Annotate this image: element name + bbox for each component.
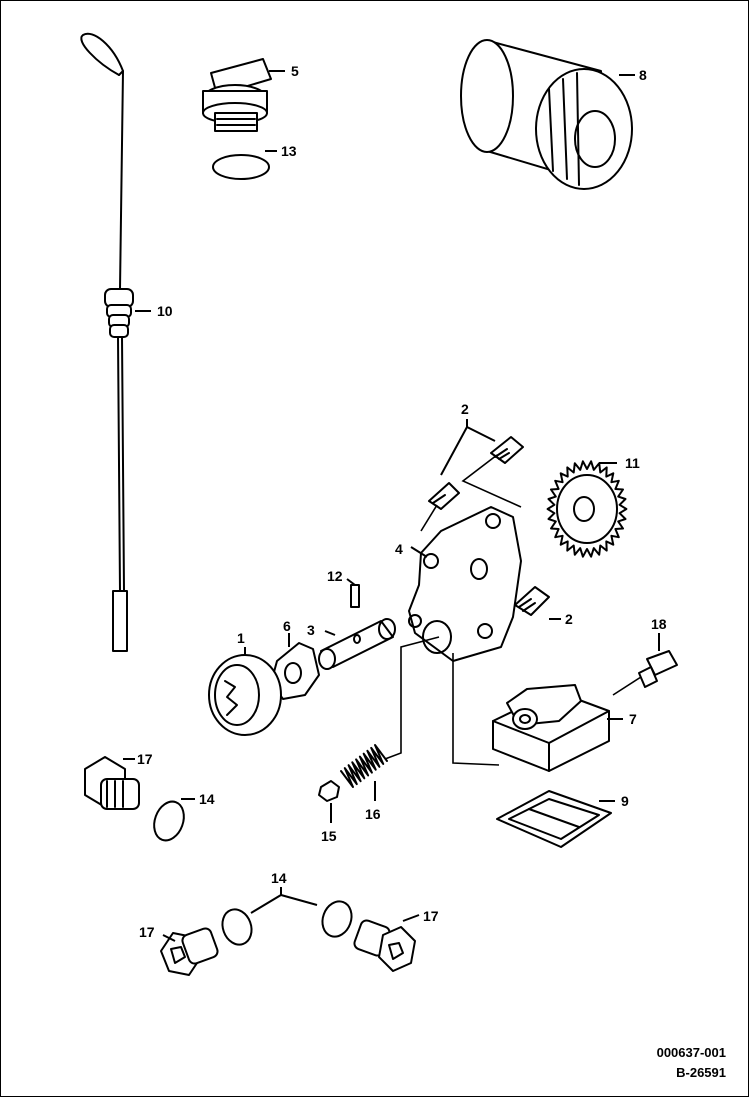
plug-17-lower-left bbox=[160, 927, 219, 976]
callout-5: 5 bbox=[291, 63, 299, 79]
callout-16: 16 bbox=[365, 806, 381, 822]
callout-13: 13 bbox=[281, 143, 297, 159]
pump-shaft bbox=[318, 618, 396, 670]
callout-14-upper: 14 bbox=[199, 791, 215, 807]
drawing-reference-number: 000637-001 bbox=[656, 1045, 726, 1060]
o-ring-14-lower-right bbox=[321, 900, 353, 938]
callout-17-lower-right: 17 bbox=[423, 908, 439, 924]
callout-18: 18 bbox=[651, 616, 667, 632]
relief-valve-spring bbox=[340, 744, 388, 788]
callout-17-upper: 17 bbox=[137, 751, 153, 767]
outer-rotor bbox=[208, 654, 282, 736]
bobcat-reference-number: B-26591 bbox=[676, 1065, 726, 1080]
callout-6: 6 bbox=[283, 618, 291, 634]
strainer-gasket bbox=[496, 790, 612, 848]
relief-valve-ball bbox=[318, 780, 340, 802]
leader-lines bbox=[123, 70, 660, 942]
plug-17-upper bbox=[84, 756, 140, 810]
dipstick bbox=[80, 32, 134, 652]
callout-8: 8 bbox=[639, 67, 647, 83]
callout-3: 3 bbox=[307, 622, 315, 638]
callout-12: 12 bbox=[327, 568, 343, 584]
plug-17-lower-right bbox=[353, 919, 416, 972]
oil-pump-gear bbox=[546, 460, 628, 558]
callout-9: 9 bbox=[621, 793, 629, 809]
oil-filter bbox=[460, 39, 633, 190]
callout-15: 15 bbox=[321, 828, 337, 844]
bolt-2-right bbox=[514, 586, 550, 616]
o-ring-14-upper bbox=[153, 800, 185, 842]
callout-14-lower: 14 bbox=[271, 870, 287, 886]
callout-11: 11 bbox=[625, 455, 640, 471]
callout-2-upper: 2 bbox=[461, 401, 469, 417]
callout-1: 1 bbox=[237, 630, 245, 646]
pump-cover-plate bbox=[408, 506, 522, 662]
callout-7: 7 bbox=[629, 711, 637, 727]
oil-strainer-housing bbox=[492, 684, 610, 772]
assembly-lines bbox=[384, 454, 642, 766]
callout-labels: 5 13 8 10 2 11 4 12 2 3 1 6 18 7 17 14 9… bbox=[137, 63, 667, 940]
pin-12 bbox=[350, 584, 360, 608]
callout-17-lower-left: 17 bbox=[139, 924, 155, 940]
oil-filler-cap bbox=[202, 58, 272, 132]
callout-2-right: 2 bbox=[565, 611, 573, 627]
o-ring-13 bbox=[212, 154, 270, 180]
callout-10: 10 bbox=[157, 303, 173, 319]
bolt-18 bbox=[638, 650, 678, 688]
callout-4: 4 bbox=[395, 541, 403, 557]
o-ring-14-lower-left bbox=[221, 908, 253, 946]
